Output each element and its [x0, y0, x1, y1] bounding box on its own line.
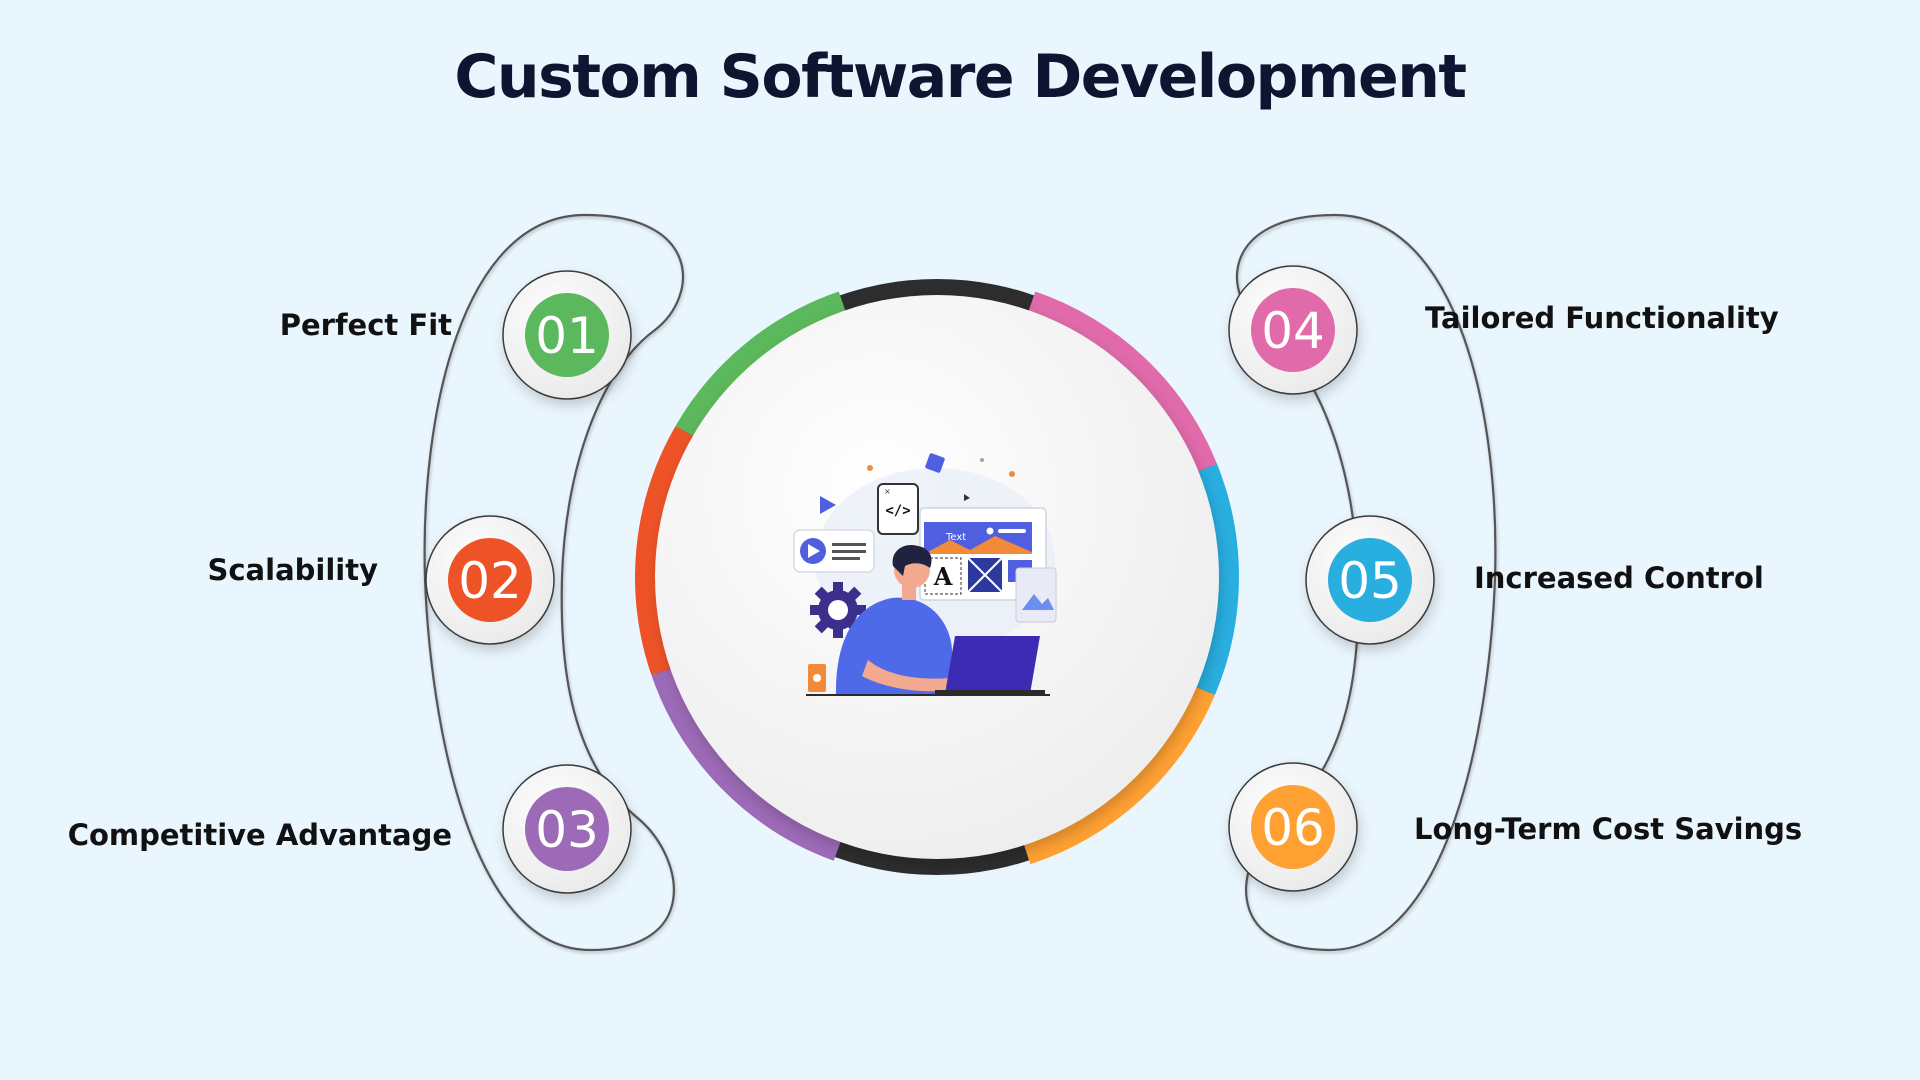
number-badges: 01 02 03 04 05 06 — [425, 265, 1435, 894]
play-button-icon — [793, 529, 875, 573]
ring-segment-04 — [1027, 291, 1218, 473]
number-badge-02: 02 — [425, 515, 555, 645]
badge-number-01: 01 — [535, 307, 599, 365]
item-label-05: Increased Control — [1474, 561, 1764, 595]
image-icon — [1015, 567, 1057, 623]
item-label-06: Long-Term Cost Savings — [1414, 812, 1803, 846]
number-badge-05: 05 — [1305, 515, 1435, 645]
badge-number-04: 04 — [1261, 302, 1325, 360]
number-badge-03: 03 — [502, 764, 632, 894]
badge-number-02: 02 — [458, 552, 522, 610]
developer-illustration: </> × Text A — [793, 453, 1057, 696]
svg-text:Text: Text — [945, 532, 966, 543]
svg-text:A: A — [933, 562, 953, 591]
left-outline-swoosh — [423, 213, 685, 952]
svg-text:×: × — [884, 487, 891, 496]
design-board: Text A — [919, 507, 1047, 601]
item-label-01: Perfect Fit — [279, 308, 452, 342]
ring-segment-02 — [635, 426, 697, 676]
code-window-icon: </> × — [877, 483, 919, 535]
number-badge-04: 04 — [1228, 265, 1358, 395]
item-label-02: Scalability — [207, 553, 378, 587]
color-ring — [635, 291, 1239, 865]
ring-segment-03 — [651, 667, 842, 861]
ring-segment-01 — [675, 291, 847, 439]
ring-segment-06 — [1022, 685, 1215, 865]
badge-number-05: 05 — [1338, 552, 1402, 610]
item-label-04: Tailored Functionality — [1425, 301, 1779, 335]
page-title: Custom Software Development — [454, 42, 1467, 112]
badge-number-06: 06 — [1261, 799, 1325, 857]
item-label-03: Competitive Advantage — [67, 818, 452, 852]
number-badge-01: 01 — [502, 270, 632, 400]
developer-at-laptop-icon — [806, 544, 1050, 696]
svg-text:</>: </> — [885, 503, 910, 519]
badge-number-03: 03 — [535, 801, 599, 859]
ring-segment-05 — [1192, 463, 1239, 695]
number-badge-06: 06 — [1228, 762, 1358, 892]
